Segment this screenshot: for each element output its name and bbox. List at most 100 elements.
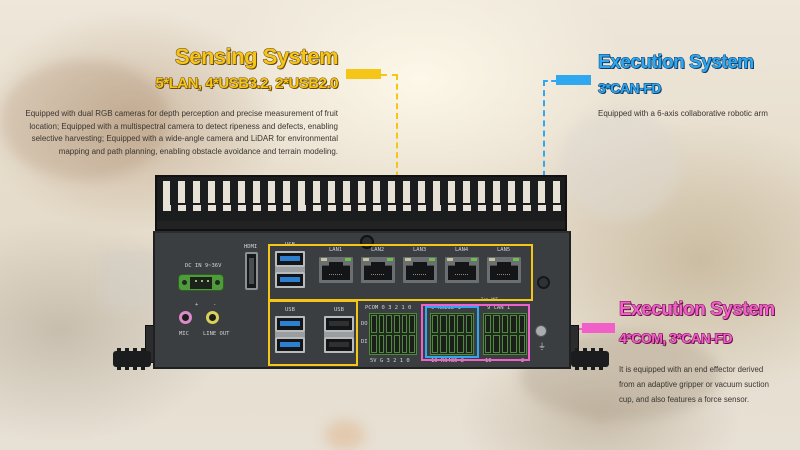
- terminal-pin[interactable]: [493, 335, 500, 353]
- sensing-connector-tab: [346, 69, 381, 79]
- mic-jack[interactable]: [179, 311, 192, 324]
- grille-slot: [493, 181, 500, 203]
- link-led: [363, 258, 369, 261]
- sensing-connector-line: [381, 74, 398, 76]
- grille-bar: [208, 205, 216, 211]
- grille-slot: [388, 181, 395, 203]
- terminal-pin[interactable]: [510, 335, 517, 353]
- terminal-pin[interactable]: [510, 315, 517, 333]
- can-terminal-block[interactable]: [483, 313, 527, 355]
- terminal-pin[interactable]: [485, 335, 492, 353]
- usb-divider: [275, 332, 305, 337]
- grille-bar: [508, 205, 516, 211]
- terminal-pin[interactable]: [448, 335, 456, 353]
- line-out-jack[interactable]: [206, 311, 219, 324]
- terminal-pin[interactable]: [401, 315, 408, 333]
- terminal-pin[interactable]: [371, 315, 377, 333]
- terminal-pin[interactable]: [457, 335, 464, 353]
- antenna-mount-icon[interactable]: [537, 276, 550, 289]
- link-led: [321, 258, 327, 261]
- activity-led: [387, 258, 393, 261]
- execution-effector-connector-tab: [582, 323, 615, 333]
- terminal-pin[interactable]: [378, 315, 385, 333]
- terminal-pin[interactable]: [465, 315, 472, 333]
- dio-top-label: PCOM 0 3 2 1 0: [365, 305, 412, 311]
- terminal-pin[interactable]: [518, 335, 525, 353]
- terminal-pin[interactable]: [501, 315, 509, 333]
- grille-slot: [223, 181, 230, 203]
- lan-port-5[interactable]: [487, 257, 521, 283]
- terminal-pin[interactable]: [448, 315, 456, 333]
- terminal-pin[interactable]: [493, 315, 500, 333]
- terminal-pin[interactable]: [371, 335, 377, 353]
- usb-divider: [324, 332, 354, 337]
- dio-bottom-label: 5V G 3 2 1 0: [370, 358, 410, 364]
- sensing-usb-highlight: [268, 300, 358, 366]
- terminal-pin[interactable]: [432, 335, 439, 353]
- grille-slot: [448, 181, 455, 203]
- terminal-pin[interactable]: [518, 315, 525, 333]
- grille-bar: [553, 205, 561, 211]
- grille-slot: [358, 181, 365, 203]
- usb-right-label: USB: [334, 307, 344, 313]
- terminal-pin[interactable]: [465, 335, 472, 353]
- grille-bar: [163, 205, 171, 211]
- grille-bar: [193, 205, 201, 211]
- dc-in-label: DC IN 9~36V: [185, 263, 222, 269]
- lan-port-1[interactable]: [319, 257, 353, 283]
- usb-port[interactable]: [275, 272, 305, 288]
- usb-tongue: [329, 342, 349, 347]
- rs232-top-label: 9 RS232 1: [431, 305, 461, 311]
- terminal-pin[interactable]: [440, 335, 447, 353]
- terminal-pin[interactable]: [378, 335, 385, 353]
- lan-port-4[interactable]: [445, 257, 479, 283]
- usb-port[interactable]: [275, 316, 305, 332]
- terminal-pin[interactable]: [386, 335, 392, 353]
- sensing-connector-line: [396, 74, 398, 246]
- connector-pin: [195, 280, 197, 282]
- grille-bar: [328, 205, 336, 211]
- grille-bar: [253, 205, 261, 211]
- terminal-pin[interactable]: [440, 315, 447, 333]
- grille-slot: [373, 181, 380, 203]
- lan-port-2[interactable]: [361, 257, 395, 283]
- execution-effector-description: It is equipped with an end effector deri…: [619, 362, 769, 407]
- left-mount-foot: [113, 348, 151, 370]
- lan-port-3[interactable]: [403, 257, 437, 283]
- usb-port[interactable]: [275, 251, 305, 267]
- grille-bar: [463, 205, 471, 211]
- grille-slot: [163, 181, 170, 211]
- grille-slot: [193, 181, 200, 203]
- lan-port-label: LAN5: [497, 247, 511, 253]
- rj45-socket: [322, 262, 350, 280]
- do-label: DO: [361, 321, 368, 327]
- ground-screw-icon[interactable]: [535, 325, 547, 337]
- terminal-pin[interactable]: [386, 315, 392, 333]
- sensing-lan-usb-highlight: [268, 244, 533, 301]
- dio-terminal-block[interactable]: [369, 313, 417, 355]
- com-terminal-block[interactable]: [430, 313, 474, 355]
- can-bottom-right-label: 2: [521, 358, 525, 364]
- usb2-port[interactable]: [324, 316, 354, 332]
- terminal-pin[interactable]: [401, 335, 408, 353]
- execution-arm-connector-tab: [556, 75, 591, 85]
- hdmi-port[interactable]: [245, 252, 258, 290]
- line-out-label: LINE OUT: [203, 331, 230, 337]
- grille-bar: [223, 205, 231, 211]
- usb2-port[interactable]: [324, 337, 354, 353]
- grille-bar: [448, 205, 456, 211]
- terminal-pin[interactable]: [501, 335, 509, 353]
- terminal-pin[interactable]: [394, 315, 400, 333]
- ground-symbol-icon: ⏚: [538, 342, 546, 351]
- usb-port[interactable]: [275, 337, 305, 353]
- terminal-pin[interactable]: [432, 315, 439, 333]
- terminal-pin[interactable]: [394, 335, 400, 353]
- connector-screw-hole: [182, 280, 187, 285]
- grille-bar: [298, 205, 306, 211]
- terminal-pin[interactable]: [485, 315, 492, 333]
- terminal-pin[interactable]: [409, 315, 415, 333]
- terminal-pin[interactable]: [409, 335, 415, 353]
- description-line: It is equipped with an end effector deri…: [619, 365, 764, 374]
- dc-in-connector[interactable]: [178, 274, 224, 291]
- terminal-pin[interactable]: [457, 315, 464, 333]
